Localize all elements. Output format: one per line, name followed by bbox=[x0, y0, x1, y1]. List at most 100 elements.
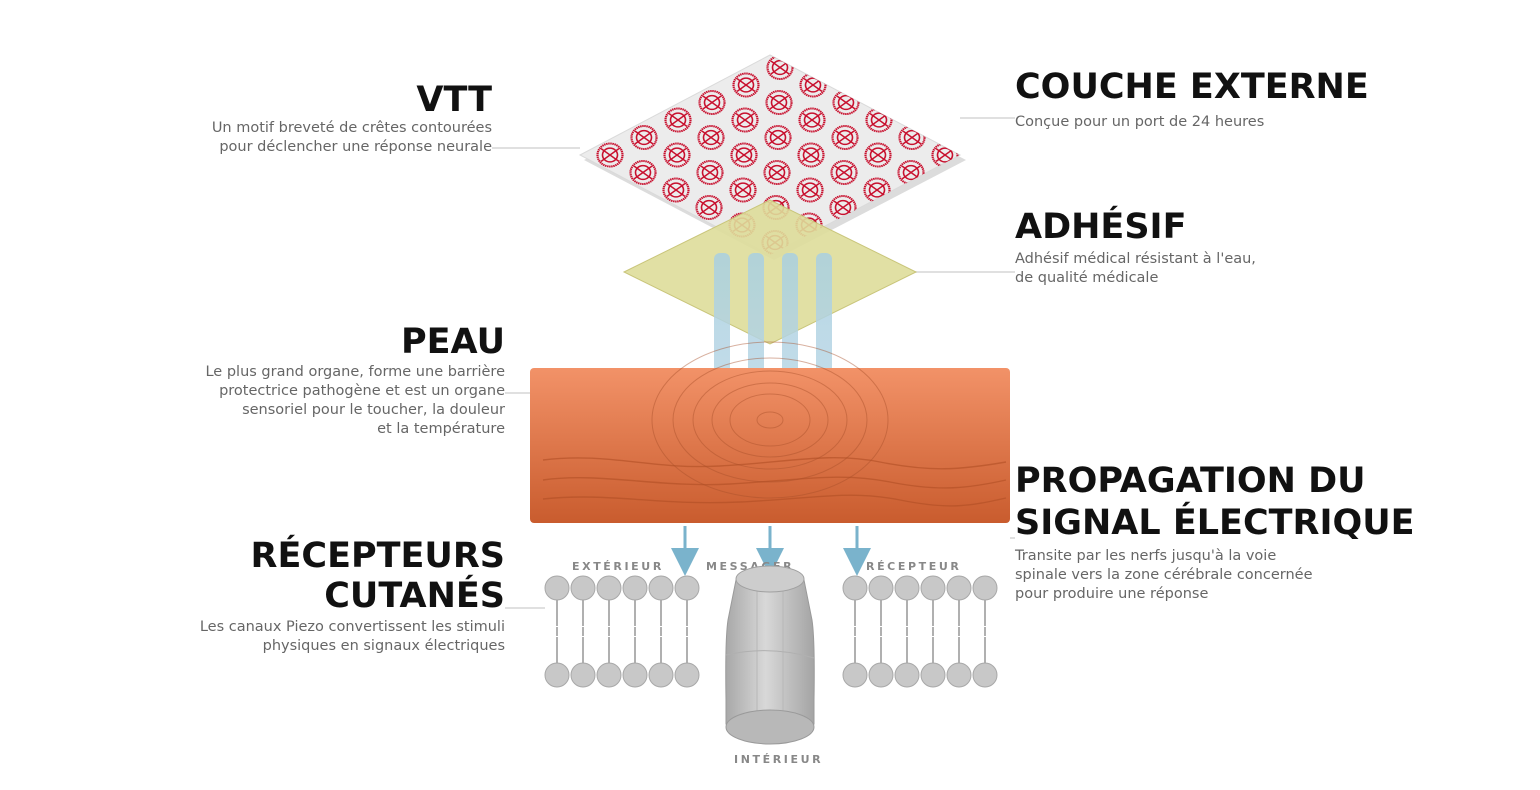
crosshair-circle-icon bbox=[580, 159, 590, 186]
signal-bar bbox=[714, 253, 730, 378]
outer-layer-desc-line: Conçue pour un port de 24 heures bbox=[1015, 114, 1265, 130]
signal-bar bbox=[748, 253, 764, 378]
crosshair-circle-icon bbox=[898, 124, 926, 151]
crosshair-circle-icon bbox=[596, 142, 624, 168]
vtt-title: VTT bbox=[416, 80, 492, 120]
membrane-label-receptor: RÉCEPTEUR bbox=[866, 560, 961, 573]
signal-title: PROPAGATION DU SIGNAL ÉLECTRIQUE bbox=[1015, 460, 1415, 544]
outer-layer-title: COUCHE EXTERNE bbox=[1015, 67, 1369, 107]
membrane-label-exterior: EXTÉRIEUR bbox=[572, 560, 664, 573]
outer-layer-description: Conçue pour un port de 24 heures bbox=[1015, 113, 1264, 132]
adhesive-desc-line: Adhésif médical résistant à l'eau, bbox=[1015, 251, 1256, 267]
crosshair-circle-icon bbox=[696, 159, 724, 186]
adhesive-description: Adhésif médical résistant à l'eau, de qu… bbox=[1015, 250, 1256, 288]
crosshair-circle-icon bbox=[732, 72, 760, 98]
signal-bar bbox=[816, 253, 832, 378]
vtt-desc-line: pour déclencher une réponse neurale bbox=[219, 139, 492, 155]
skin-desc-line: Le plus grand organe, forme une barrière bbox=[205, 364, 505, 380]
crosshair-circle-icon bbox=[730, 142, 758, 168]
arrow-down-icon bbox=[671, 526, 699, 576]
lipid bbox=[570, 575, 596, 636]
arrow-down-icon bbox=[843, 526, 871, 576]
adhesive-desc-line: de qualité médicale bbox=[1015, 270, 1159, 286]
receptors-title-line: RÉCEPTEURS bbox=[250, 536, 505, 576]
lipid bbox=[622, 627, 648, 688]
receptors-title-line: CUTANÉS bbox=[324, 576, 505, 616]
crosshair-circle-icon bbox=[662, 177, 690, 203]
lipid bbox=[674, 627, 700, 688]
receptors-desc-line: physiques en signaux électriques bbox=[262, 638, 505, 654]
lipid bbox=[674, 575, 700, 636]
arrow-down-icon bbox=[756, 526, 784, 576]
crosshair-circle-icon bbox=[966, 161, 991, 184]
membrane-label-interior: INTÉRIEUR bbox=[734, 753, 823, 766]
crosshair-circle-icon bbox=[896, 194, 924, 221]
crosshair-circle-icon bbox=[629, 159, 657, 186]
crosshair-circle-icon bbox=[796, 177, 824, 203]
piezo-channel bbox=[725, 565, 815, 745]
lipid bbox=[596, 627, 622, 688]
lipid bbox=[622, 575, 648, 636]
crosshair-circle-icon bbox=[699, 55, 727, 81]
crosshair-circle-icon bbox=[866, 72, 894, 98]
crosshair-circle-icon bbox=[663, 142, 691, 168]
crosshair-circle-icon bbox=[968, 91, 993, 114]
crosshair-circle-icon bbox=[933, 72, 960, 98]
crosshair-circle-icon bbox=[531, 144, 556, 167]
crosshair-circle-icon bbox=[836, 21, 861, 44]
lipid bbox=[946, 575, 972, 636]
crosshair-circle-icon bbox=[867, 55, 895, 63]
lipid bbox=[570, 627, 596, 688]
lipid bbox=[842, 627, 868, 688]
crosshair-circle-icon bbox=[597, 107, 625, 133]
receptors-title: RÉCEPTEURS CUTANÉS bbox=[251, 536, 505, 616]
crosshair-circle-icon bbox=[833, 55, 861, 81]
skin-desc-line: sensoriel pour le toucher, la douleur bbox=[242, 402, 505, 418]
crosshair-circle-icon bbox=[731, 107, 759, 133]
crosshair-circle-icon bbox=[895, 229, 923, 255]
lipid bbox=[596, 575, 622, 636]
lipid bbox=[894, 627, 920, 688]
crosshair-circle-icon bbox=[695, 194, 723, 221]
lipid bbox=[544, 575, 570, 636]
crosshair-circle-icon bbox=[965, 196, 990, 219]
crosshair-circle-icon bbox=[967, 126, 992, 149]
signal-bars bbox=[714, 253, 832, 378]
skin-block bbox=[530, 341, 1010, 523]
crosshair-circle-icon bbox=[766, 55, 794, 81]
lipid bbox=[648, 575, 674, 636]
crosshair-circle-icon bbox=[930, 177, 958, 203]
crosshair-circle-icon bbox=[830, 159, 858, 186]
skin-desc-line: protectrice pathogène et est un organe bbox=[219, 383, 505, 399]
crosshair-circle-icon bbox=[763, 159, 791, 186]
signal-arrows bbox=[671, 526, 871, 576]
skin-description: Le plus grand organe, forme une barrière… bbox=[205, 363, 505, 439]
crosshair-circle-icon bbox=[862, 212, 890, 238]
crosshair-circle-icon bbox=[580, 124, 591, 151]
crosshair-circle-icon bbox=[865, 107, 893, 133]
crosshair-circle-icon bbox=[698, 89, 726, 116]
lipid bbox=[972, 627, 998, 688]
lipid bbox=[648, 627, 674, 688]
crosshair-circle-icon bbox=[864, 142, 892, 168]
crosshair-circle-icon bbox=[932, 107, 960, 133]
crosshair-circle-icon bbox=[630, 124, 658, 151]
signal-desc-line: pour produire une réponse bbox=[1015, 586, 1209, 602]
signal-bar bbox=[782, 253, 798, 378]
crosshair-circle-icon bbox=[661, 212, 689, 238]
crosshair-circle-icon bbox=[764, 124, 792, 151]
receptors-description: Les canaux Piezo convertissent les stimu… bbox=[200, 618, 505, 656]
lipid bbox=[544, 627, 570, 688]
crosshair-circle-icon bbox=[899, 89, 927, 116]
crosshair-circle-icon bbox=[769, 21, 794, 44]
lipid bbox=[920, 627, 946, 688]
signal-desc-line: spinale vers la zone cérébrale concernée bbox=[1015, 567, 1313, 583]
lipid bbox=[894, 575, 920, 636]
crosshair-circle-icon bbox=[595, 177, 623, 203]
crosshair-circle-icon bbox=[803, 3, 828, 26]
crosshair-circle-icon bbox=[929, 212, 957, 238]
crosshair-circle-icon bbox=[900, 55, 928, 81]
skin-desc-line: et la température bbox=[377, 421, 505, 437]
lipid-bilayer bbox=[544, 575, 998, 688]
